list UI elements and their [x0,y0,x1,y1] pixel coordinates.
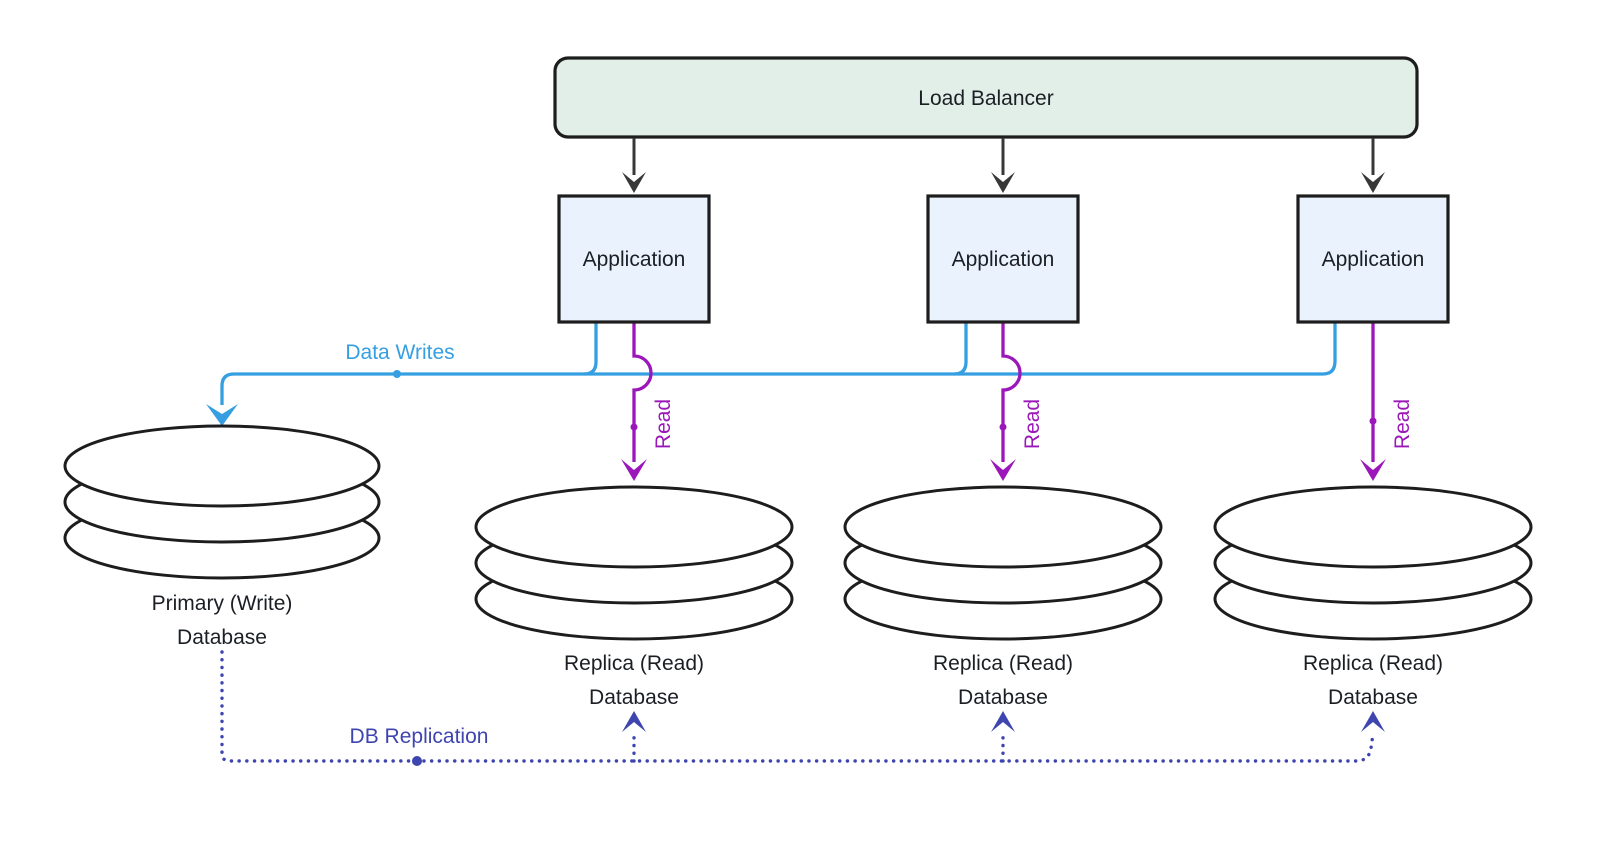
primary-db-label-line1: Primary (Write) [152,592,293,615]
read-arrowhead-2 [990,459,1016,481]
disk-top [843,485,1163,569]
db-replication-arrowhead-3 [1361,711,1385,732]
application-node-1: Application [557,194,711,324]
application-box [1296,194,1450,324]
replica-db-label-line1: Replica (Read) [1303,652,1443,675]
application-label: Application [583,248,686,271]
read-path-1 [632,322,653,462]
arrowhead [1361,172,1385,193]
edge-junction-dot [412,756,422,766]
disk-top [1213,485,1533,569]
application-label: Application [1322,248,1425,271]
data-writes-edge: Data Writes [206,322,1337,426]
edge-junction-dot [1369,417,1377,425]
db-replication-main-path [220,650,1375,763]
database-icon [1213,485,1533,641]
read-edge-1: Read [621,322,675,481]
data-writes-branch-app2 [953,322,968,376]
db-replication-label: DB Replication [350,725,489,748]
replica-database-node-1: Replica (Read) Database [474,485,794,709]
application-box [926,194,1080,324]
read-edge-3: Read [1360,322,1414,481]
replica-database-node-2: Replica (Read) Database [843,485,1163,709]
lb-to-app-arrow-1 [622,138,646,193]
read-label-3: Read [1391,399,1414,449]
arrowhead [622,172,646,193]
read-arrowhead-1 [621,459,647,481]
load-balancer-box [553,56,1419,139]
lb-to-app-arrow-3 [1361,138,1385,193]
application-node-3: Application [1296,194,1450,324]
db-replication-edge: DB Replication [220,650,1385,766]
primary-database-node: Primary (Write) Database [63,424,381,649]
read-label-1: Read [652,399,675,449]
database-icon [63,424,381,580]
load-balancer-label: Load Balancer [918,87,1053,110]
replica-db-label-line2: Database [1328,686,1418,709]
database-icon [843,485,1163,641]
replica-database-node-3: Replica (Read) Database [1213,485,1533,709]
read-arrowhead-3 [1360,459,1386,481]
application-label: Application [952,248,1055,271]
lb-to-app-arrow-2 [991,138,1015,193]
read-label-2: Read [1021,399,1044,449]
db-replication-arrowhead-1 [622,711,646,732]
primary-db-label-line2: Database [177,626,267,649]
disk-top [63,424,381,508]
data-writes-arrowhead [206,404,238,426]
application-node-2: Application [926,194,1080,324]
arrowhead [991,172,1015,193]
data-writes-main-path [220,322,1337,405]
db-replication-arrowhead-2 [991,711,1015,732]
read-edge-2: Read [990,322,1044,481]
application-box [557,194,711,324]
replica-db-label-line2: Database [589,686,679,709]
data-writes-label: Data Writes [345,341,454,364]
read-path-2 [1001,322,1022,462]
edge-junction-dot [630,423,638,431]
replica-db-label-line1: Replica (Read) [933,652,1073,675]
data-writes-branch-app1 [583,322,598,376]
load-balancer-node: Load Balancer [553,56,1419,139]
replica-db-label-line2: Database [958,686,1048,709]
disk-top [474,485,794,569]
replica-db-label-line1: Replica (Read) [564,652,704,675]
database-icon [474,485,794,641]
edge-junction-dot [393,370,401,378]
edge-junction-dot [999,423,1007,431]
